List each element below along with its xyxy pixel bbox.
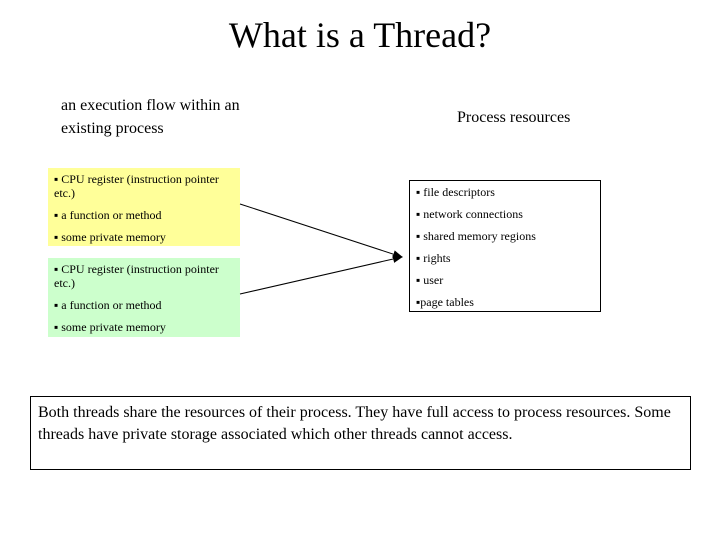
resource-rights: ▪ rights (416, 251, 451, 265)
resource-network-connections: ▪ network connections (416, 207, 523, 221)
thread-1-arrow (239, 203, 403, 259)
thread-2-item-function: ▪ a function or method (54, 298, 162, 312)
thread-2-item-private-memory: ▪ some private memory (54, 320, 166, 334)
thread-2-arrow (239, 255, 403, 295)
thread-1-item-private-memory: ▪ some private memory (54, 230, 166, 244)
thread-description-label: an execution flow within an existing pro… (61, 97, 240, 137)
thread-1-item-function: ▪ a function or method (54, 208, 162, 222)
resource-page-tables: ▪page tables (416, 295, 474, 309)
resource-user: ▪ user (416, 273, 444, 287)
process-resources-box: ▪ file descriptors ▪ network connections… (409, 180, 601, 312)
thread-1-box: ▪ CPU register (instruction pointer etc.… (48, 168, 240, 246)
process-resources-label: Process resources (457, 109, 571, 126)
resource-file-descriptors: ▪ file descriptors (416, 185, 495, 199)
summary-note-box: Both threads share the resources of thei… (30, 396, 691, 470)
slide-title: What is a Thread? (228, 15, 492, 55)
thread-2-box: ▪ CPU register (instruction pointer etc.… (48, 258, 240, 337)
resource-shared-memory: ▪ shared memory regions (416, 229, 536, 243)
thread-1-item-cpu-register: ▪ CPU register (instruction pointer etc.… (54, 172, 219, 200)
thread-2-item-cpu-register: ▪ CPU register (instruction pointer etc.… (54, 262, 219, 290)
